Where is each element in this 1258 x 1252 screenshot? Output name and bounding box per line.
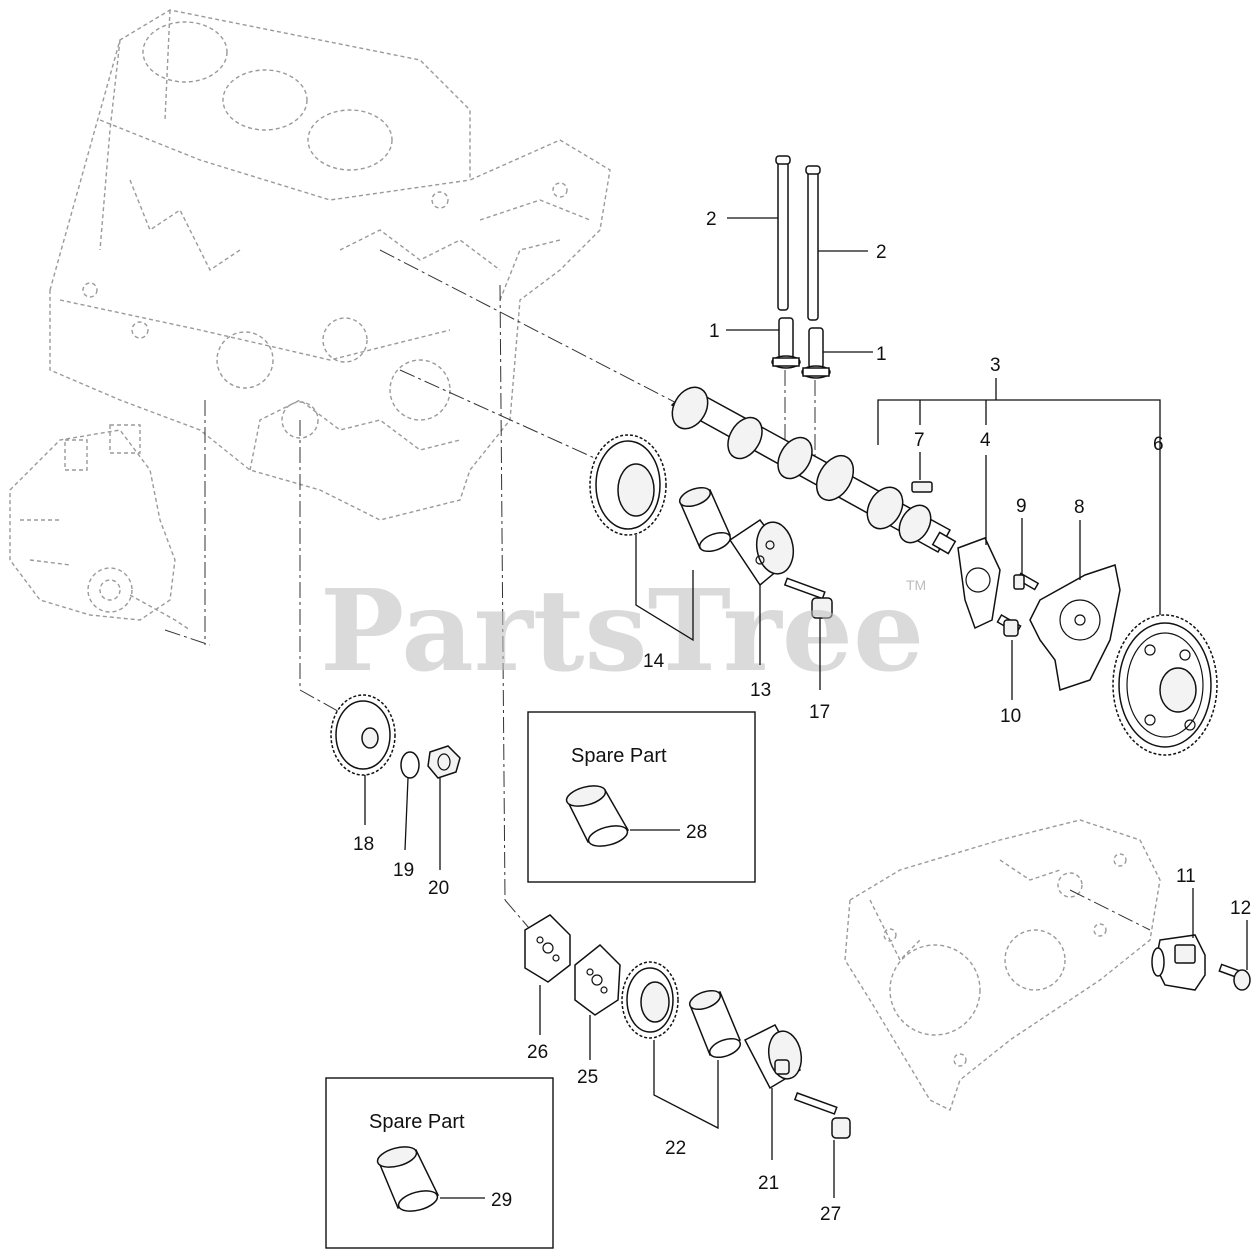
callout-3: 3 bbox=[990, 355, 1001, 376]
callout-11: 11 bbox=[1176, 866, 1196, 887]
cam-gear-icon bbox=[1112, 614, 1218, 756]
callout-2-left: 2 bbox=[706, 209, 717, 230]
idle-gear-shaft-icon bbox=[728, 518, 795, 587]
callout-17: 17 bbox=[809, 702, 830, 723]
engine-block-ghost-icon bbox=[49, 9, 611, 521]
drive-gear-18-icon bbox=[330, 694, 396, 776]
callout-2-right: 2 bbox=[876, 242, 887, 263]
callout-20: 20 bbox=[428, 878, 449, 899]
svg-text:PartsTree: PartsTree bbox=[320, 566, 924, 697]
partstree-watermark: PartsTree TM bbox=[320, 566, 926, 697]
bolt-12-part bbox=[1218, 963, 1251, 991]
callout-10: 10 bbox=[1000, 706, 1021, 727]
assembly-center-lines bbox=[164, 249, 1151, 936]
idle-gear-lower-icon bbox=[621, 961, 679, 1039]
lock-washer-19-part bbox=[400, 751, 420, 779]
callout-4: 4 bbox=[980, 430, 991, 451]
callout-leaders bbox=[364, 217, 1248, 1198]
shim-26-part bbox=[524, 914, 571, 983]
callout-7: 7 bbox=[914, 430, 925, 451]
push-rod-left bbox=[775, 155, 791, 311]
bolt-17-part bbox=[783, 577, 833, 619]
bolt-9-part bbox=[1013, 572, 1040, 591]
spare-bushing-28-icon bbox=[565, 785, 630, 847]
bolt-27-part bbox=[793, 1092, 851, 1139]
callout-8: 8 bbox=[1074, 497, 1085, 518]
callout-25: 25 bbox=[577, 1067, 598, 1088]
pulser-plate-part bbox=[1029, 564, 1121, 691]
callout-6: 6 bbox=[1153, 434, 1164, 455]
key-part bbox=[911, 481, 933, 493]
callout-12: 12 bbox=[1230, 898, 1251, 919]
spare-part-box-28: Spare Part 28 bbox=[527, 711, 756, 883]
callout-26: 26 bbox=[527, 1042, 548, 1063]
callout-labels: 2 2 1 1 3 7 4 6 9 8 10 14 13 17 18 19 20… bbox=[353, 209, 1251, 1225]
nut-20-part bbox=[427, 745, 461, 779]
sensor-11-icon bbox=[1151, 934, 1206, 991]
push-rod-right bbox=[805, 165, 821, 321]
callout-21: 21 bbox=[758, 1173, 779, 1194]
idle-gear-shaft-lower-icon bbox=[743, 1024, 803, 1090]
callout-14: 14 bbox=[643, 651, 665, 672]
svg-text:Spare Part: Spare Part bbox=[369, 1111, 465, 1133]
callout-9: 9 bbox=[1016, 496, 1027, 517]
spare-bushing-29-icon bbox=[376, 1146, 440, 1212]
idle-gear-upper-icon bbox=[589, 434, 667, 536]
bolt-10-part bbox=[996, 614, 1022, 637]
thrust-plate-part bbox=[957, 537, 1001, 630]
tappet-right bbox=[801, 327, 831, 379]
svg-text:29: 29 bbox=[491, 1190, 512, 1211]
callout-13: 13 bbox=[750, 680, 771, 701]
bushing-upper-icon bbox=[678, 486, 732, 553]
bushing-lower-icon bbox=[688, 989, 742, 1059]
callout-27: 27 bbox=[820, 1204, 841, 1225]
callout-18: 18 bbox=[353, 834, 374, 855]
spare-part-box-29: Spare Part 29 bbox=[325, 1077, 554, 1249]
tappet-left bbox=[771, 317, 801, 369]
callout-22: 22 bbox=[665, 1138, 686, 1159]
callout-1-right: 1 bbox=[876, 344, 887, 365]
svg-text:Spare Part: Spare Part bbox=[571, 745, 667, 767]
callout-1-left: 1 bbox=[709, 321, 720, 342]
callout-19: 19 bbox=[393, 860, 414, 881]
shim-25-part bbox=[574, 943, 621, 1016]
svg-text:28: 28 bbox=[686, 822, 707, 843]
svg-text:TM: TM bbox=[906, 577, 926, 593]
camshaft-icon bbox=[670, 386, 957, 555]
fuel-pump-ghost-icon bbox=[9, 424, 191, 631]
gear-case-cover-ghost-icon bbox=[844, 819, 1161, 1111]
